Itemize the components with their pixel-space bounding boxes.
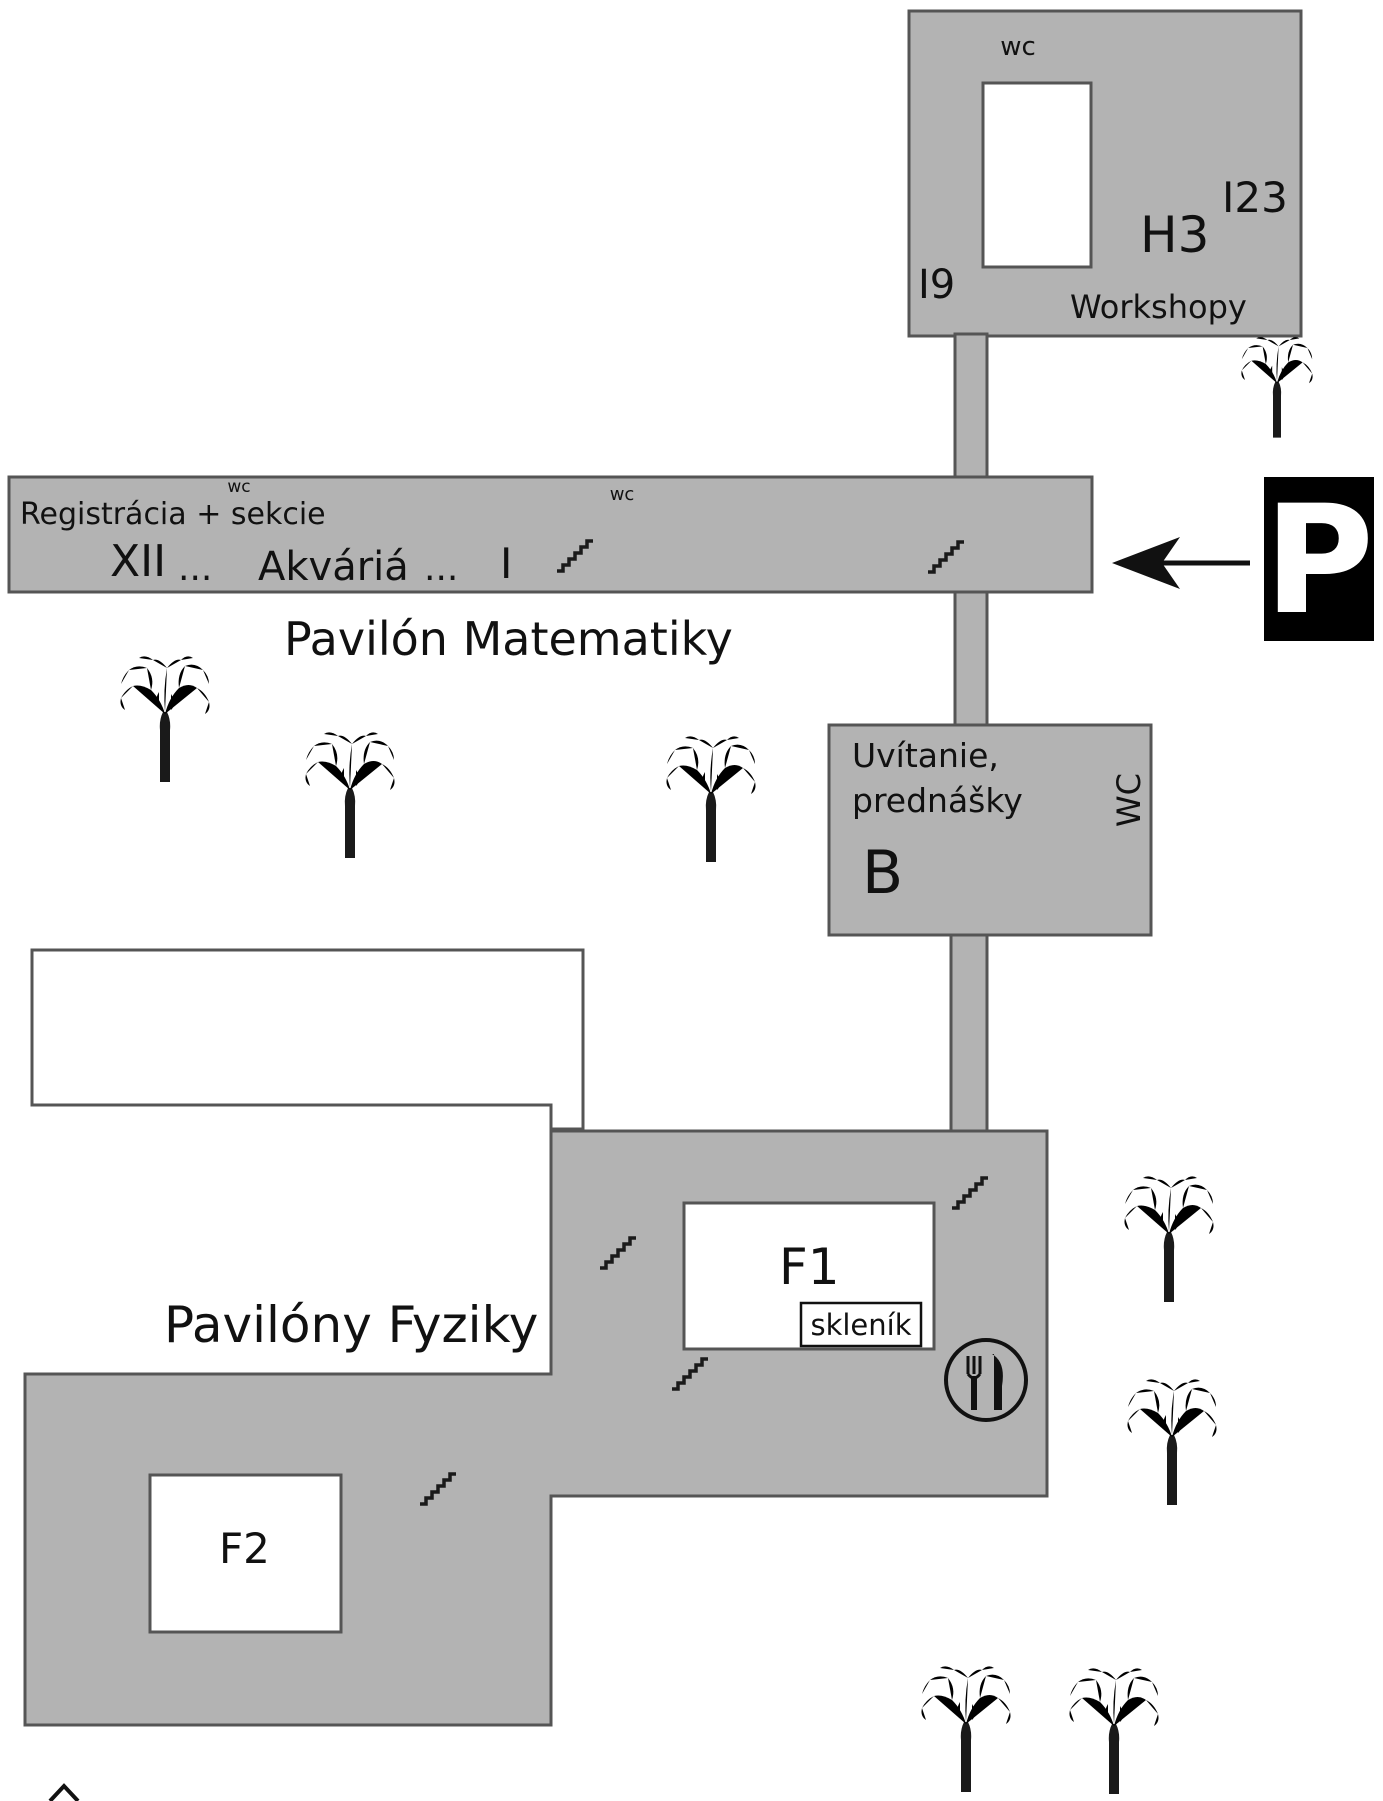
physics-pavilions: [23, 1129, 1049, 1727]
physics-pavilions-name: Pavilóny Fyziky: [164, 1296, 538, 1354]
fork-knife-icon: [944, 1338, 1028, 1422]
top-building-shape: [907, 9, 1303, 338]
building-b: [827, 723, 1153, 937]
welcome-label-line2: prednášky: [852, 781, 1023, 820]
parking-sign: P: [1264, 474, 1374, 648]
tree-icon: [1124, 1176, 1214, 1302]
tree-icon: [120, 656, 210, 782]
aquariums-label: Akváriá: [258, 544, 409, 590]
greenhouse-label: skleník: [810, 1308, 911, 1342]
workshops-label: Workshopy: [1070, 288, 1247, 326]
math-wc-left-label: wc: [227, 477, 250, 497]
corridor-middle: [953, 589, 989, 729]
welcome-label-line1: Uvítanie,: [852, 736, 999, 775]
room-f1-label: F1: [779, 1238, 840, 1296]
room-xii-label: XII: [110, 536, 166, 587]
f2-courtyard: [148, 1473, 343, 1634]
tree-icon: [1127, 1379, 1217, 1505]
math-pavilion-name: Pavilón Matematiky: [284, 612, 733, 666]
tree-icon: [305, 732, 395, 858]
room-i-label: I: [500, 539, 512, 588]
ellipsis-right: ...: [424, 548, 458, 589]
top-building: [907, 9, 1303, 338]
greenhouse-frame: [799, 1301, 923, 1348]
tree-icon: [1241, 337, 1313, 438]
room-i23-label: I23: [1222, 173, 1288, 222]
outline-building: [30, 948, 585, 1131]
tree-icon: [666, 736, 756, 862]
ellipsis-left: ...: [178, 548, 212, 589]
corridor-top: [953, 332, 989, 480]
room-i9-label: I9: [918, 262, 955, 308]
top-building-wc-label: wc: [1000, 32, 1036, 62]
north-arrow-icon: [48, 1783, 80, 1801]
greenhouse-tag: skleník: [799, 1301, 923, 1348]
math-pavilion: [7, 475, 1094, 594]
tree-icon: [921, 1666, 1011, 1792]
registration-label: Registrácia + sekcie: [20, 497, 326, 532]
math-wc-right-label: wc: [610, 484, 635, 505]
corridor-lower: [949, 931, 989, 1135]
parking-icon: [1264, 477, 1374, 641]
building-b-wc-label: WC: [1110, 773, 1148, 827]
top-building-courtyard: [981, 81, 1093, 269]
parking-direction-arrow: [1112, 537, 1250, 589]
building-b-letter: B: [862, 838, 903, 908]
connector-corridors: [949, 332, 989, 1135]
parking-symbol: P: [1264, 474, 1374, 648]
tree-icon: [1069, 1668, 1159, 1794]
room-h3-label: H3: [1140, 206, 1209, 264]
room-f2-label: F2: [219, 1524, 270, 1573]
